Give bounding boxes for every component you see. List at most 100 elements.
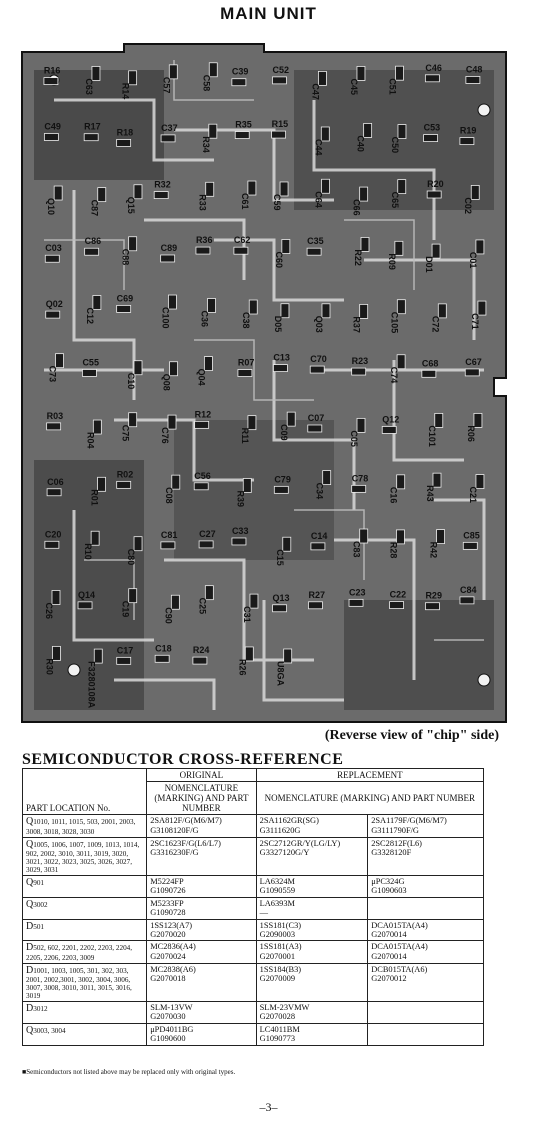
component-pad: [208, 62, 218, 78]
component-pad: [321, 178, 330, 194]
part-prefix: D: [26, 964, 34, 976]
component-label: R42: [429, 542, 439, 559]
component-label: Q08: [162, 374, 172, 391]
part-number: G3108120F/G: [150, 825, 199, 835]
component-pad: [282, 536, 292, 552]
component-label: C85: [463, 530, 480, 540]
header-part: PART LOCATION No.: [21, 767, 148, 816]
nomenclature: 2SA1179F/G(M6/M7): [371, 816, 447, 826]
component-label: R29: [425, 591, 442, 601]
component-label: C12: [85, 307, 95, 324]
component-pad: [431, 243, 441, 259]
nomenclature: 2SC2812F(L6): [371, 838, 422, 848]
component-pad: [459, 596, 475, 605]
view-caption: (Reverse view of "chip" side): [324, 728, 499, 743]
component-label: D05: [273, 316, 283, 333]
component-pad: [244, 646, 254, 662]
component-pad: [273, 364, 288, 372]
component-pad: [133, 184, 143, 200]
component-pad: [207, 298, 216, 313]
replacement1-cell: 2SC2712GR/Y(LG/LY)G3327120G/Y: [255, 836, 369, 876]
nomenclature: μPD4011BG: [150, 1024, 194, 1034]
component-label: Q04: [196, 369, 206, 386]
component-pad: [249, 593, 259, 609]
nomenclature: LA6324M: [259, 876, 296, 886]
component-pad: [204, 356, 213, 371]
part-number: G1090726: [150, 886, 186, 896]
component-pad: [51, 590, 61, 605]
component-pad: [470, 185, 480, 200]
nomenclature: 2SA1162GR(SG): [259, 816, 319, 826]
component-label: R35: [235, 120, 252, 130]
component-pad: [396, 529, 405, 545]
part-number: G3111790F/G: [371, 825, 419, 835]
nomenclature: DCA015TA(A4): [371, 920, 428, 930]
part-number: G2070024: [150, 951, 186, 961]
component-label: C07: [308, 413, 325, 423]
part-number: G2090003: [259, 929, 296, 939]
part-numbers: 1010, 1011, 1015, 503, 2001, 2003, 3008,…: [26, 818, 136, 836]
component-label: R26: [237, 659, 247, 676]
component-label: C22: [390, 590, 407, 600]
component-pad: [423, 134, 439, 142]
replacement2-cell: [367, 1001, 484, 1024]
component-pad: [359, 303, 369, 319]
part-number: G2070030: [150, 1012, 186, 1022]
component-pad: [318, 70, 327, 86]
component-label: Q03: [314, 316, 324, 333]
component-label: C34: [315, 483, 325, 500]
component-pad: [77, 601, 93, 610]
nomenclature: 1SS181(A3): [259, 942, 302, 952]
component-pad: [192, 656, 208, 665]
part-prefix: D: [26, 942, 34, 954]
component-label: C13: [273, 353, 290, 363]
component-pad: [359, 528, 369, 544]
component-pad: [116, 656, 132, 665]
component-label: R15: [272, 119, 289, 129]
part-location-cell: Q1005, 1006, 1007, 1009, 1013, 1014, 902…: [21, 836, 148, 876]
component-label: C38: [241, 312, 251, 329]
nomenclature: 1SS123(A7): [150, 920, 193, 930]
part-location-cell: D501: [21, 918, 148, 942]
component-label: C49: [44, 121, 61, 131]
component-label: C78: [352, 473, 369, 483]
component-pad: [394, 240, 404, 256]
xref-row: D1001, 1003, 1005, 301, 302, 303, 2001, …: [21, 962, 484, 1003]
component-label: R09: [387, 253, 397, 270]
part-location-cell: Q3002: [21, 896, 148, 920]
component-pad: [421, 369, 437, 378]
part-prefix: D: [26, 920, 34, 932]
component-pad: [208, 123, 218, 139]
component-label: R32: [154, 180, 171, 190]
part-number: G2070020: [150, 929, 186, 939]
component-label: U8GA: [276, 661, 286, 687]
component-pad: [272, 76, 287, 85]
part-prefix: Q: [26, 1024, 34, 1036]
component-pad: [280, 303, 290, 319]
component-pad: [425, 602, 440, 611]
component-pad: [356, 66, 366, 81]
component-pad: [281, 239, 291, 254]
component-label: C56: [194, 471, 211, 481]
component-label: R17: [84, 122, 101, 132]
component-label: R01: [90, 489, 100, 506]
component-label: C79: [274, 474, 291, 484]
replacement2-cell: 2SA1179F/G(M6/M7)G3111790F/G: [367, 814, 484, 838]
component-label: C01: [468, 252, 478, 269]
part-number: G1090600: [150, 1034, 186, 1044]
replacement2-cell: DCB015TA(A6)G2070012: [367, 962, 484, 1003]
component-pad: [273, 485, 289, 494]
xref-row: Q1010, 1011, 1015, 503, 2001, 2003, 3008…: [21, 814, 484, 838]
nomenclature: 2SC1623F/G(L6/L7): [150, 838, 221, 848]
component-pad: [363, 123, 373, 138]
component-label: C72: [430, 316, 440, 333]
component-label: R36: [196, 235, 213, 245]
part-number: G3316230F/G: [150, 847, 199, 857]
component-pad: [194, 420, 210, 429]
component-pad: [397, 179, 407, 195]
component-pad: [436, 529, 445, 545]
